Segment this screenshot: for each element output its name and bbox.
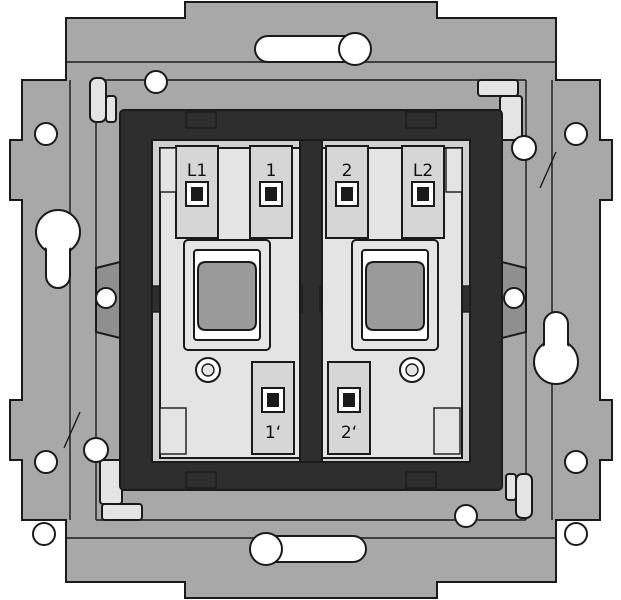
terminal-label: L1 <box>187 161 207 181</box>
mounting-hole-icon <box>32 522 56 546</box>
terminal-L2: L2 <box>401 145 445 239</box>
terminal-label: L2 <box>413 161 433 181</box>
screw-terminal-icon <box>191 187 203 201</box>
mounting-hole-icon <box>34 450 58 474</box>
mounting-hole-icon <box>503 287 525 309</box>
claw-clip-top-right <box>477 79 557 189</box>
insert-notch <box>159 407 187 455</box>
contact-window-icon <box>365 261 425 331</box>
terminal-1-prime: 1‘ <box>251 361 295 455</box>
terminal-block-bottom: 1‘ 2‘ <box>251 361 371 455</box>
keyhole-slot-icon <box>533 311 579 385</box>
mounting-hole-icon <box>144 70 168 94</box>
terminal-2-prime: 2‘ <box>327 361 371 455</box>
frame-tab <box>405 111 437 129</box>
terminal-2: 2 <box>325 145 369 239</box>
frame-tab <box>185 111 217 129</box>
right-wing <box>501 260 527 340</box>
insert-notch <box>159 147 177 193</box>
terminal-label: 1‘ <box>265 423 281 443</box>
mounting-hole-icon <box>564 122 588 146</box>
left-wing <box>95 260 121 340</box>
terminal-label: 1 <box>266 161 277 181</box>
mounting-hole-icon <box>564 522 588 546</box>
screw-terminal-icon <box>343 393 355 407</box>
terminal-1: 1 <box>249 145 293 239</box>
terminal-block-top: L1 1 2 L2 <box>175 145 445 239</box>
mounting-hole-icon <box>34 122 58 146</box>
insert-notch <box>445 147 463 193</box>
mounting-hole-icon <box>454 504 478 528</box>
mounting-hole-icon <box>95 287 117 309</box>
terminal-label: 2‘ <box>341 423 357 443</box>
screw-terminal-icon <box>341 187 353 201</box>
terminal-label: 2 <box>342 161 353 181</box>
insert-notch <box>433 407 461 455</box>
contact-window-icon <box>197 261 257 331</box>
screw-terminal-icon <box>265 187 277 201</box>
keyhole-slot-icon <box>35 209 81 289</box>
claw-clip-bottom-left <box>63 411 143 521</box>
screw-terminal-icon <box>417 187 429 201</box>
screw-terminal-icon <box>267 393 279 407</box>
frame-tab <box>405 471 437 489</box>
frame-tab <box>185 471 217 489</box>
center-divider <box>299 139 323 463</box>
spring-clip-right <box>505 473 533 519</box>
bottom-slot-bulge <box>249 532 283 566</box>
mounting-hole-icon <box>564 450 588 474</box>
terminal-L1: L1 <box>175 145 219 239</box>
spring-clip-left <box>89 77 117 123</box>
top-slot-bulge <box>338 32 372 66</box>
